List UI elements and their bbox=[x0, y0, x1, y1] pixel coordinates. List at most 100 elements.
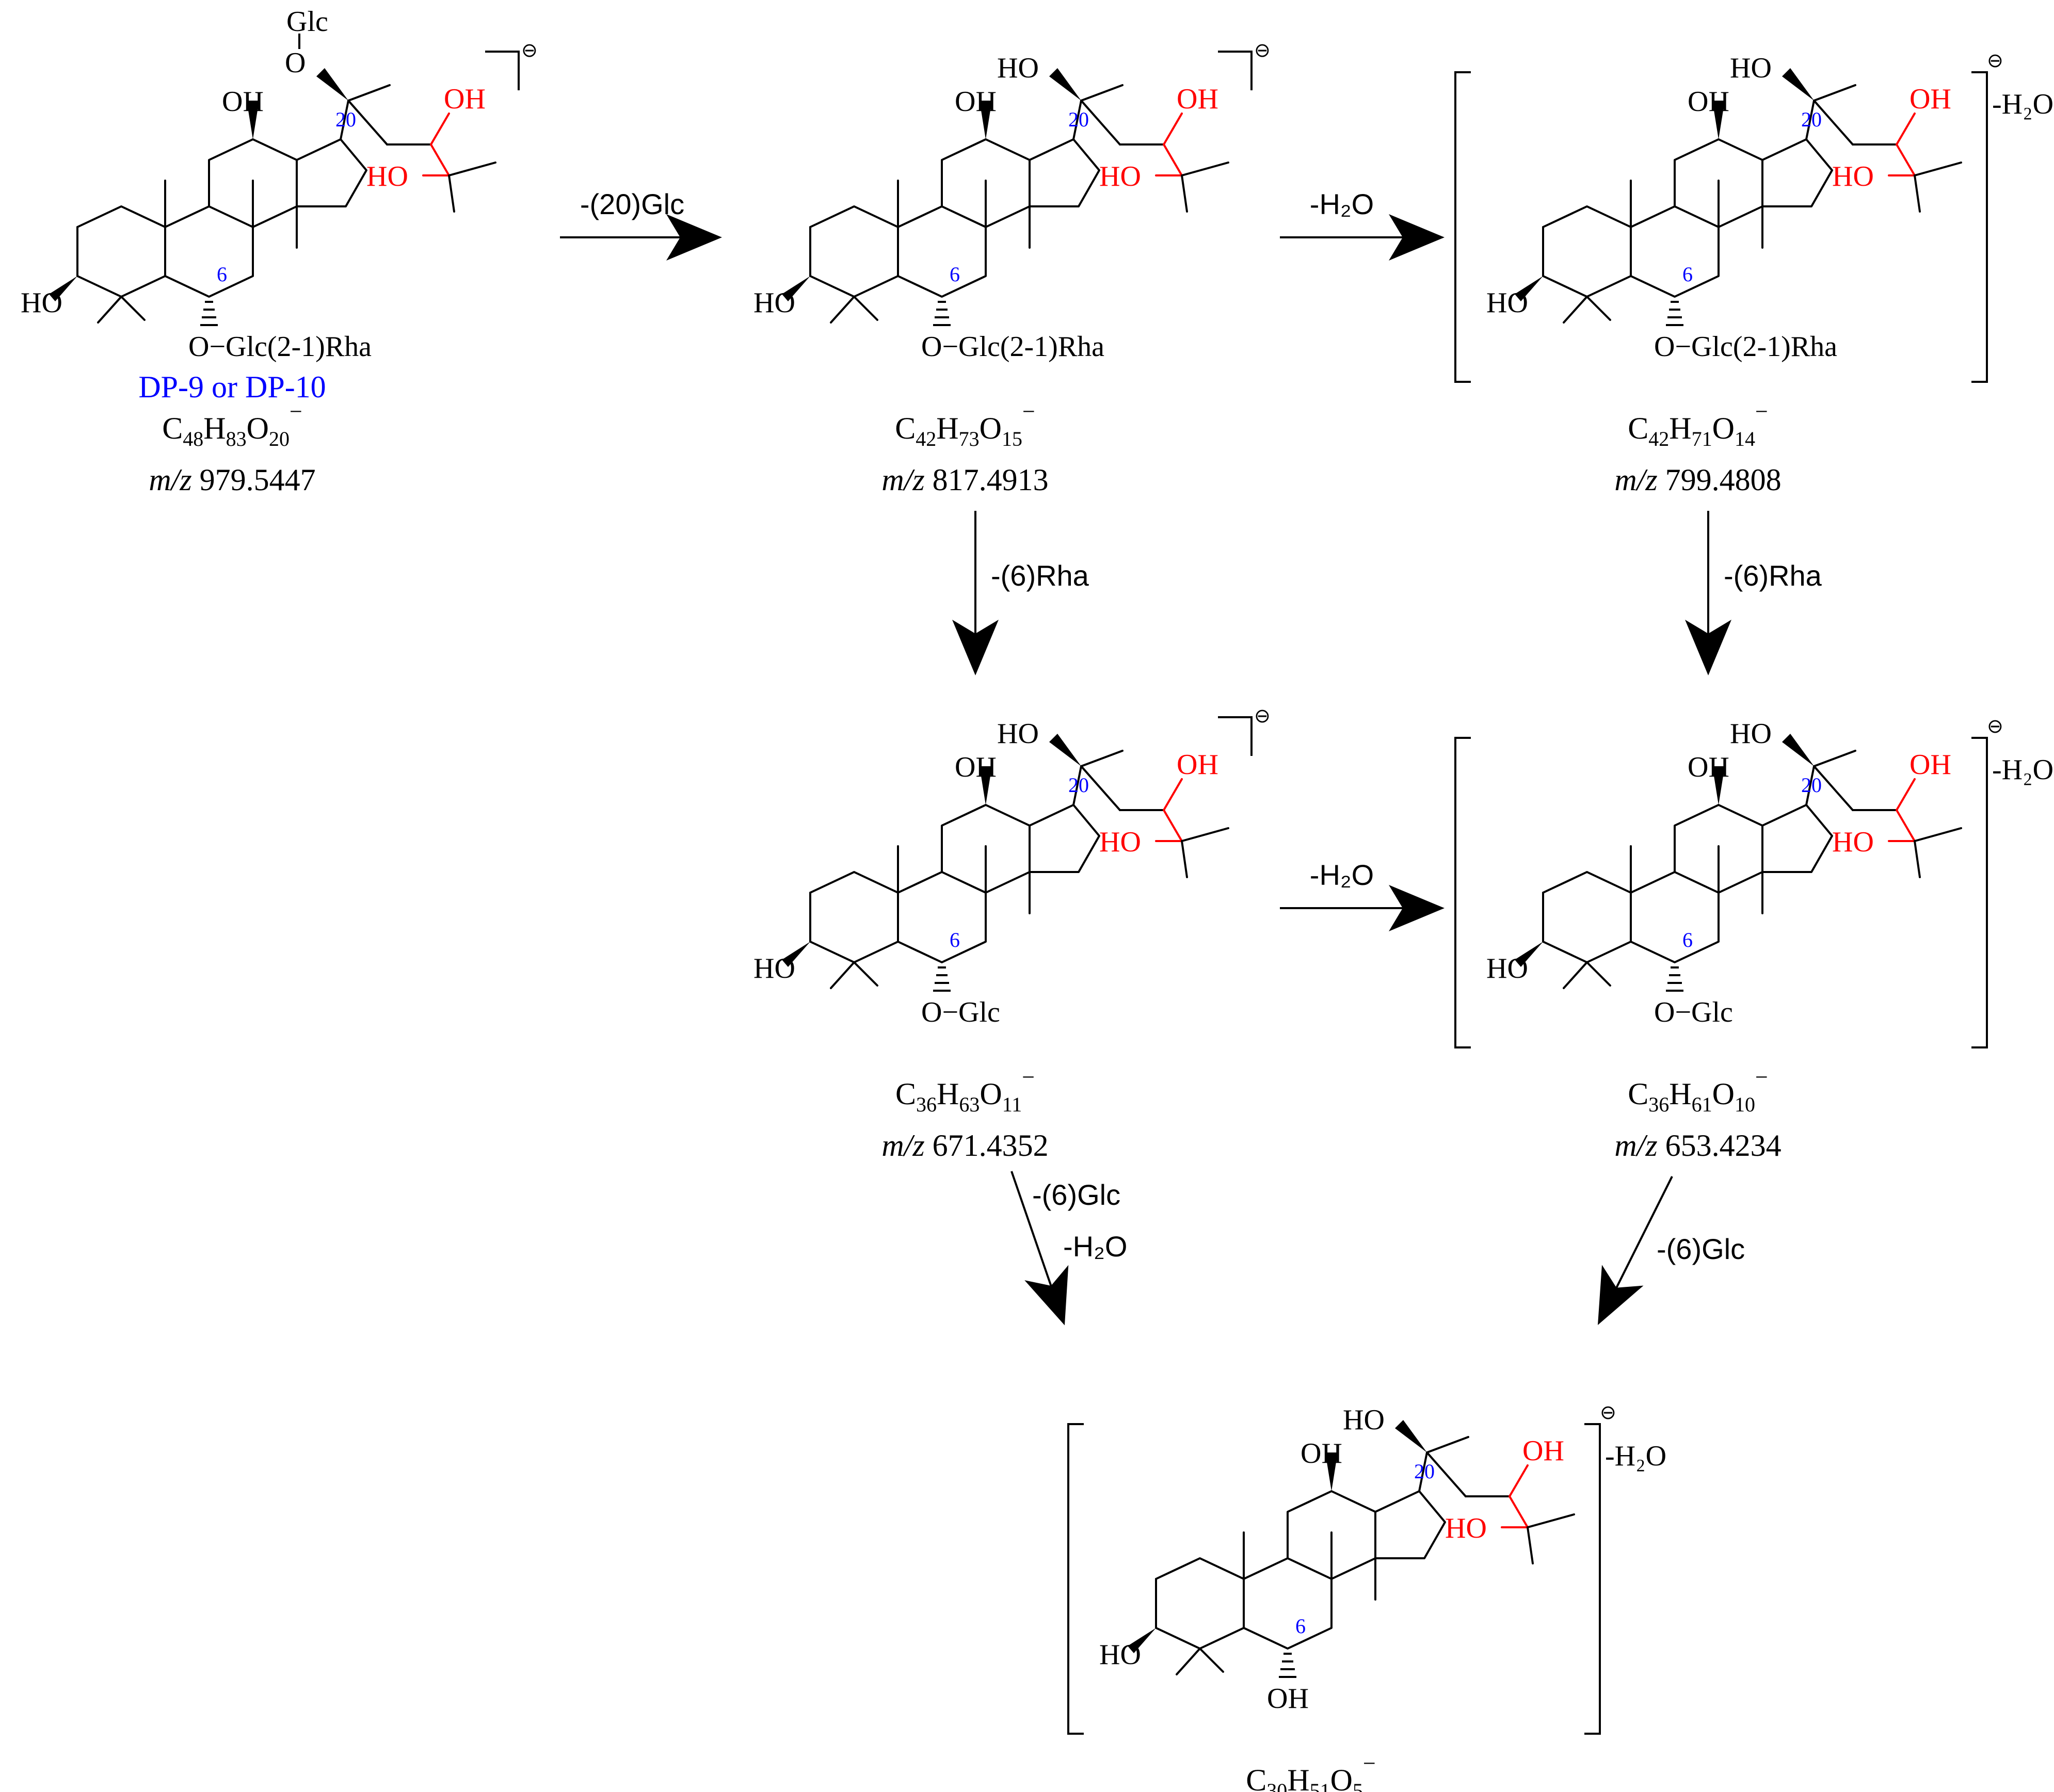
molecular-formula: C48​H83​O20​− bbox=[162, 399, 302, 450]
label-24-oh: OH bbox=[1522, 1435, 1564, 1467]
label-24-oh: OH bbox=[1909, 749, 1951, 781]
mz-value: m/z 653.4234 bbox=[1614, 1128, 1781, 1163]
label-3-ho: HO bbox=[753, 952, 795, 984]
arrow-label: -H₂O bbox=[1310, 188, 1374, 220]
label-c20: 20 bbox=[1068, 773, 1089, 797]
arrow-frag-817-to-frag-671: -(6)Rha bbox=[952, 511, 1089, 675]
label-water-loss: -H₂O bbox=[1605, 1440, 1666, 1472]
bracket-right bbox=[1971, 737, 1988, 1048]
molecular-formula: C36​H61​O10​− bbox=[1628, 1064, 1768, 1116]
label-24-oh: OH bbox=[1177, 749, 1218, 781]
label-c6: 6 bbox=[217, 263, 227, 286]
arrow-label: -(6)Rha bbox=[1724, 559, 1822, 592]
label-c6-substituent: O−Glc bbox=[1654, 996, 1733, 1028]
charge-symbol: ⊖ bbox=[1600, 1402, 1616, 1424]
label-c6: 6 bbox=[950, 263, 960, 286]
label-c6: 6 bbox=[950, 928, 960, 951]
label-20-ho: HO bbox=[997, 718, 1039, 750]
label-12-oh: OH bbox=[222, 86, 264, 118]
bracket-right bbox=[1218, 51, 1253, 90]
arrow-label-2: -H₂O bbox=[1063, 1230, 1127, 1263]
mz-value: m/z 671.4352 bbox=[881, 1128, 1048, 1163]
arrow-label: -H₂O bbox=[1310, 859, 1374, 891]
label-3-ho: HO bbox=[1486, 952, 1528, 984]
label-3-ho: HO bbox=[753, 287, 795, 319]
skeleton-structure bbox=[781, 67, 1229, 326]
molecular-formula: C42​H71​O14​− bbox=[1628, 399, 1768, 450]
label-25-ho: HO bbox=[1445, 1512, 1487, 1544]
charge-symbol: ⊖ bbox=[1254, 705, 1271, 727]
label-3-ho: HO bbox=[1486, 287, 1528, 319]
charge-symbol: ⊖ bbox=[1987, 716, 2003, 737]
label-20-ho: HO bbox=[1730, 52, 1772, 84]
molecule-frag-653: HOOH206OHHOHOO−Glc⊖-H₂OC36​H61​O10​−m/z … bbox=[1454, 716, 2053, 1163]
label-20-ho: HO bbox=[1343, 1404, 1385, 1436]
label-c6: 6 bbox=[1295, 1615, 1306, 1638]
label-12-oh: OH bbox=[1688, 751, 1729, 783]
arrow-frag-671-to-frag-491: -(6)Glc -H₂O bbox=[1010, 1171, 1127, 1326]
arrow-line bbox=[1010, 1171, 1069, 1326]
arrow-label: -(6)Rha bbox=[991, 559, 1089, 592]
label-c6: 6 bbox=[1682, 928, 1693, 951]
bracket-left bbox=[1067, 1423, 1084, 1735]
arrow-frag-799-to-frag-653: -(6)Rha bbox=[1685, 511, 1822, 675]
label-c20: 20 bbox=[1801, 773, 1822, 797]
charge-symbol: ⊖ bbox=[521, 40, 538, 61]
bracket-right bbox=[485, 51, 520, 90]
bracket-right bbox=[1584, 1423, 1601, 1735]
label-c6-substituent: O−Glc bbox=[921, 996, 1000, 1028]
arrow-label: -(6)Glc bbox=[1657, 1233, 1745, 1265]
label-12-oh: OH bbox=[955, 86, 997, 118]
charge-symbol: ⊖ bbox=[1254, 40, 1271, 61]
label-c20: 20 bbox=[1068, 108, 1089, 131]
arrow-frag-817-to-frag-799: -H₂O bbox=[1280, 188, 1445, 261]
mz-value: m/z 799.4808 bbox=[1614, 463, 1781, 497]
label-25-ho: HO bbox=[366, 160, 408, 192]
label-3-ho: HO bbox=[1099, 1639, 1141, 1671]
label-c6-substituent: O−Glc(2-1)Rha bbox=[188, 331, 372, 363]
charge-symbol: ⊖ bbox=[1987, 50, 2003, 72]
label-20-o: O bbox=[285, 47, 306, 79]
arrow-label: -(6)Glc bbox=[1032, 1178, 1120, 1211]
label-water-loss: -H₂O bbox=[1992, 754, 2053, 786]
label-c20: 20 bbox=[335, 108, 356, 131]
label-12-oh: OH bbox=[955, 751, 997, 783]
molecular-formula: C42​H73​O15​− bbox=[895, 399, 1035, 450]
arrow-frag-671-to-frag-653: -H₂O bbox=[1280, 859, 1445, 931]
skeleton-structure bbox=[1514, 733, 1962, 992]
molecular-formula: C36​H63​O11​− bbox=[895, 1064, 1035, 1116]
label-c6-substituent: O−Glc(2-1)Rha bbox=[1654, 331, 1837, 363]
skeleton-structure bbox=[1127, 1419, 1575, 1678]
label-24-oh: OH bbox=[1909, 83, 1951, 115]
label-20-glc: Glc bbox=[286, 6, 328, 38]
molecule-frag-799: HOOH206OHHOHOO−Glc(2-1)Rha⊖-H₂OC42​H71​O… bbox=[1454, 50, 2053, 497]
label-20-ho: HO bbox=[997, 52, 1039, 84]
bracket-left bbox=[1454, 71, 1471, 383]
skeleton-structure bbox=[1514, 67, 1962, 326]
bracket-left bbox=[1454, 737, 1471, 1048]
label-12-oh: OH bbox=[1301, 1438, 1342, 1470]
label-25-ho: HO bbox=[1099, 826, 1141, 858]
label-24-oh: OH bbox=[444, 83, 486, 115]
bracket-right bbox=[1971, 71, 1988, 383]
arrow-frag-653-to-frag-491: -(6)Glc bbox=[1597, 1176, 1745, 1326]
arrow-label: -(20)Glc bbox=[580, 188, 684, 220]
label-24-oh: OH bbox=[1177, 83, 1218, 115]
label-12-oh: OH bbox=[1688, 86, 1729, 118]
bracket-right bbox=[1218, 716, 1253, 756]
label-c6-substituent: O−Glc(2-1)Rha bbox=[921, 331, 1104, 363]
mz-value: m/z 817.4913 bbox=[881, 463, 1048, 497]
skeleton-structure bbox=[781, 733, 1229, 992]
label-3-ho: HO bbox=[21, 287, 62, 319]
molecule-frag-817: HOOH206OHHOHOO−Glc(2-1)Rha⊖C42​H73​O15​−… bbox=[753, 40, 1271, 497]
label-25-ho: HO bbox=[1099, 160, 1141, 192]
label-20-ho: HO bbox=[1730, 718, 1772, 750]
molecular-formula: C30​H51​O5​− bbox=[1246, 1751, 1376, 1792]
label-25-ho: HO bbox=[1832, 826, 1874, 858]
label-c20: 20 bbox=[1801, 108, 1822, 131]
skeleton-structure bbox=[48, 67, 496, 326]
